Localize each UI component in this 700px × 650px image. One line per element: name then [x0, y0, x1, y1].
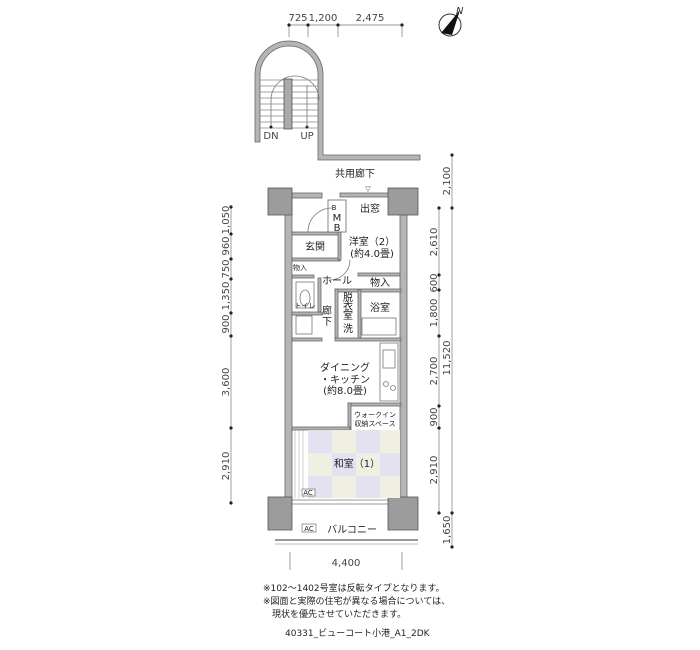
note-line: ※図面と実際の住宅が異なる場合については、 [263, 595, 450, 607]
dim-label: 2,610 [429, 228, 440, 257]
storage-label: 物入 [370, 276, 390, 289]
mb-label-top: M [333, 213, 342, 224]
dim-label: 4,400 [332, 558, 361, 569]
mb-small-label: B [332, 204, 337, 212]
dim-label: 1,800 [429, 299, 440, 328]
left-dimensions: 1,050 960 750 1,350 900 3,600 2,910 [221, 205, 233, 505]
bath-label: 浴室 [370, 301, 390, 314]
dining-size: (約8.0畳) [323, 384, 367, 397]
walkin-label-2: 収納スペース [354, 419, 395, 428]
small-storage-label: 物入 [293, 263, 307, 272]
japanese-room-label: 和室（1） [334, 457, 380, 470]
dim-label: 1,650 [442, 516, 453, 545]
entrance-label: 玄関 [305, 240, 325, 253]
plan-caption: 40331_ビューコート小港_A1_2DK [285, 627, 431, 639]
dim-label: 725 [288, 13, 307, 24]
ac-balcony-label: AC [304, 525, 314, 533]
bottom-dimension: 4,400 [289, 552, 403, 570]
staircase: DN UP [254, 40, 421, 161]
right-dimensions: 2,610 600 1,800 2,700 900 2,910 2,100 11… [429, 153, 454, 549]
dim-label: 2,910 [221, 452, 232, 481]
dim-label: 1,200 [309, 13, 338, 24]
top-dimensions: 725 1,200 2,475 [287, 13, 404, 37]
western-room-size: (約4.0畳) [350, 247, 394, 260]
stairs-up-label: UP [300, 131, 313, 142]
dim-label: 1,350 [221, 282, 232, 311]
note-line: ※102～1402号室は反転タイプとなります。 [263, 582, 444, 594]
dining-label-1: ダイニング [320, 361, 370, 374]
dim-label: 2,700 [429, 357, 440, 386]
western-room-label: 洋室（2） [349, 235, 395, 248]
stairs-down-label: DN [263, 131, 278, 142]
unit-walls [267, 187, 419, 545]
wash-label: 洗 [343, 323, 353, 335]
note-line: 現状を優先させていただきます。 [263, 608, 406, 620]
dressing-label-1: 脱 [343, 291, 353, 304]
mb-label-bottom: B [334, 223, 341, 234]
corridor-label: 共用廊下 [335, 167, 375, 180]
dim-label: 900 [221, 314, 232, 333]
dim-label: 900 [429, 407, 440, 426]
dim-label: 3,600 [221, 368, 232, 397]
hallway-label-1: 廊 [322, 304, 332, 317]
dining-label-2: ・キッチン [320, 374, 370, 386]
dim-label: 11,520 [442, 341, 453, 376]
entry-arrow-icon: ▽ [365, 185, 371, 193]
hallway-label-2: 下 [322, 317, 332, 328]
dim-label: 600 [429, 273, 440, 292]
walkin-label-1: ウォークイン [354, 411, 396, 419]
toilet-label: トイレ [295, 302, 316, 310]
dim-label: 1,050 [221, 206, 232, 235]
dim-label: 750 [221, 259, 232, 278]
bay-window-label: 出窓 [360, 202, 380, 215]
dim-label: 2,100 [442, 167, 453, 196]
room-labels: 出窓 B M B 玄関 洋室（2） (約4.0畳) 物入 ホール 物入 トイレ … [293, 202, 396, 536]
compass-label: N [456, 6, 464, 17]
dim-label: 2,910 [429, 456, 440, 485]
north-compass-icon: N [438, 6, 464, 37]
dressing-label-3: 室 [343, 309, 353, 322]
dim-label: 960 [221, 236, 232, 255]
hall-label: ホール [322, 275, 352, 287]
dressing-label-2: 衣 [343, 300, 353, 313]
dim-label: 2,475 [356, 13, 385, 24]
ac-room-label: AC [303, 489, 313, 497]
balcony-label: バルコニー [327, 524, 377, 536]
